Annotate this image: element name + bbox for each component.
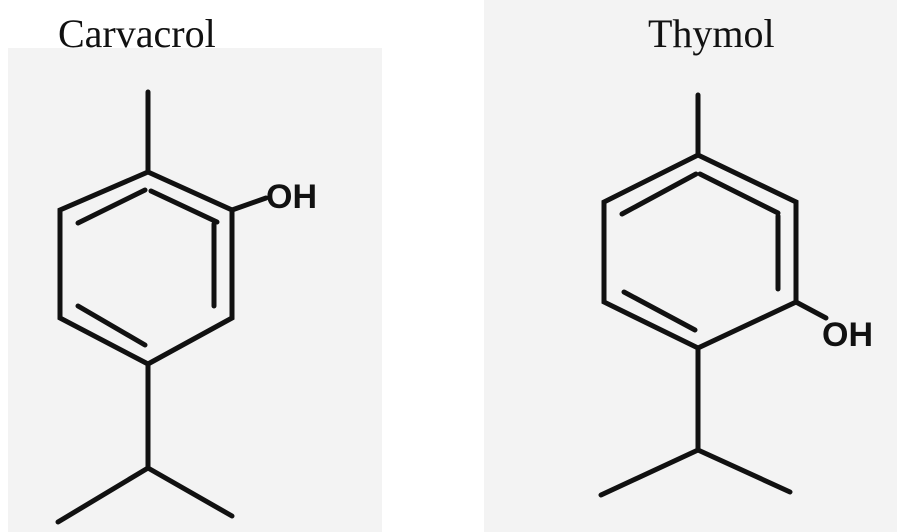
carvacrol-oh-bond [229, 195, 269, 213]
carvacrol-isopropyl-bond [145, 465, 235, 519]
thymol-panel [484, 0, 897, 532]
carvacrol-structure [55, 89, 269, 525]
thymol-isopropyl-bond [598, 447, 701, 498]
carvacrol-double-bond [148, 188, 220, 225]
thymol-double-bond [697, 171, 781, 216]
carvacrol-title: Carvacrol [58, 11, 216, 56]
thymol-oh-label: OH [822, 316, 873, 354]
carvacrol-isopropyl-bond [55, 465, 151, 525]
carvacrol-ring [57, 169, 235, 367]
carvacrol-double-bond [75, 187, 148, 226]
thymol-double-bond [621, 289, 698, 333]
thymol-double-bond [619, 171, 699, 217]
carvacrol-oh-label: OH [266, 178, 317, 216]
carvacrol-double-bond [75, 303, 148, 348]
thymol-title: Thymol [648, 11, 775, 56]
carvacrol-panel [8, 48, 382, 532]
thymol-ring [601, 152, 799, 351]
thymol-isopropyl-bond [695, 447, 793, 495]
thymol-oh-bond [793, 299, 829, 321]
thymol-structure [598, 92, 829, 498]
